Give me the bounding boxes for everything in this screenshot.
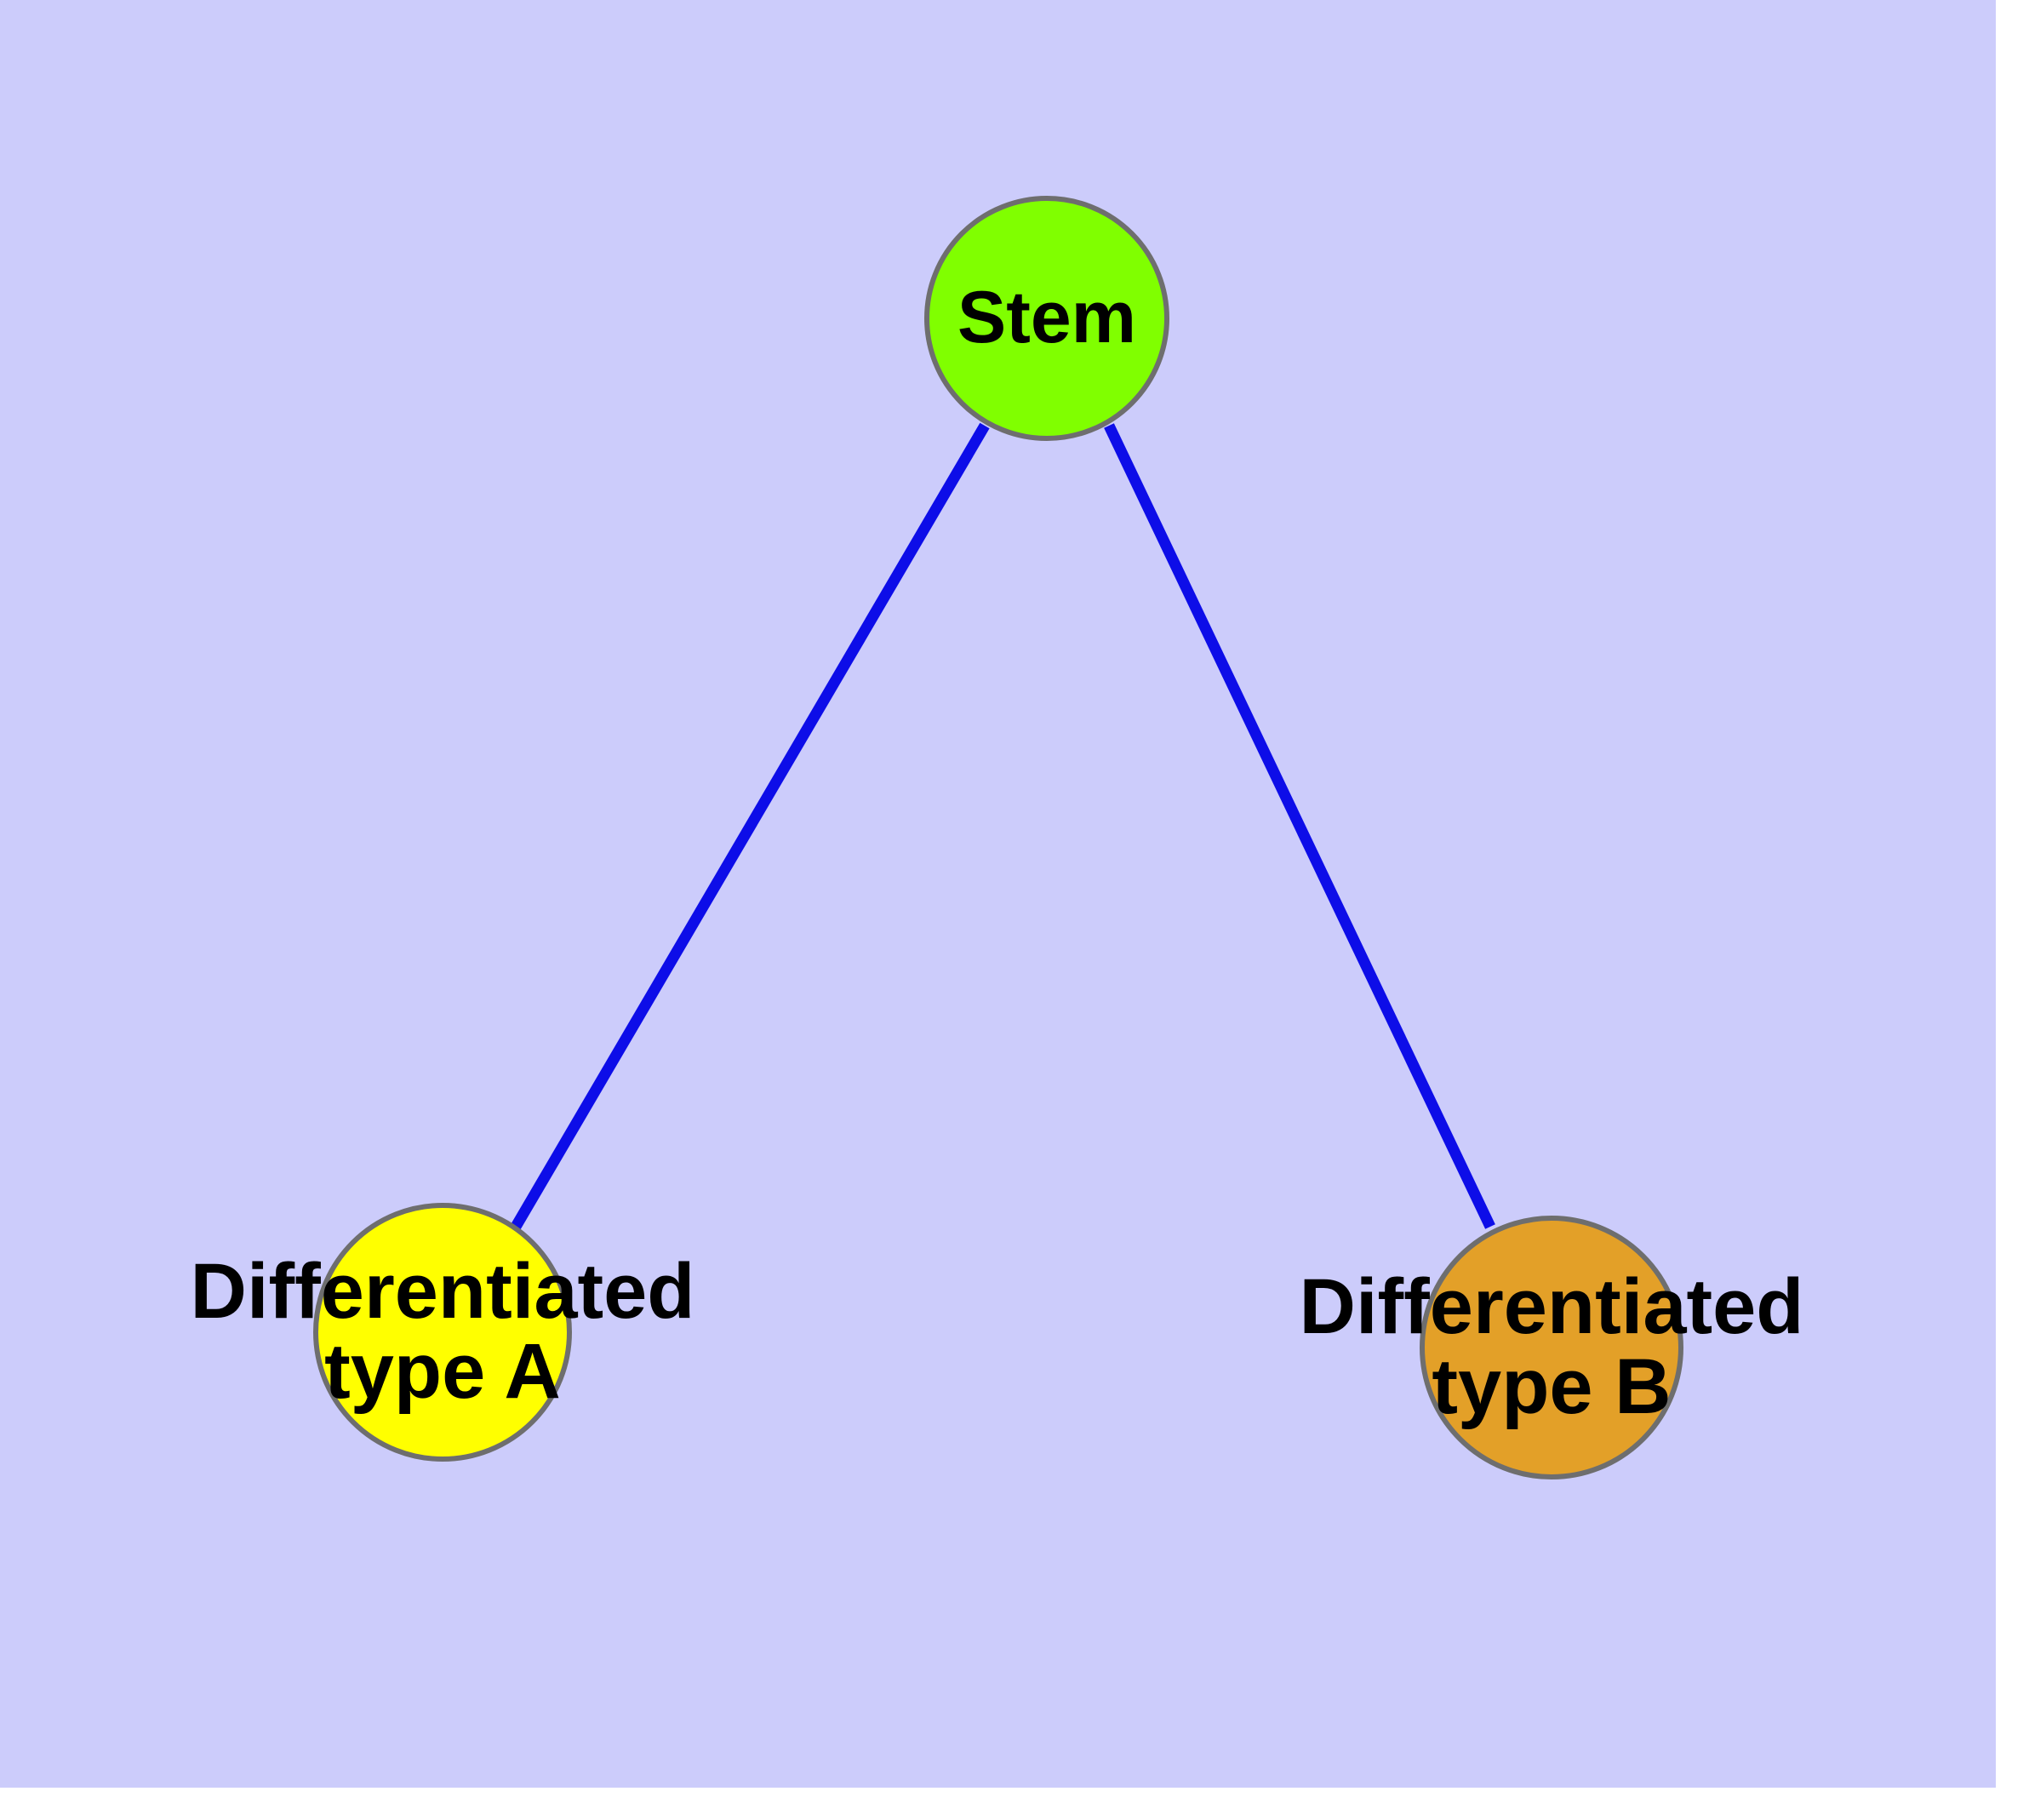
edge-stem-to-type-a[interactable]	[511, 422, 990, 1230]
node-layer	[313, 196, 1683, 1479]
edge-stem-to-type-b[interactable]	[1104, 423, 1495, 1229]
node-differentiated-type-a[interactable]	[313, 1203, 572, 1462]
node-stem[interactable]	[924, 196, 1169, 441]
node-differentiated-type-b[interactable]	[1420, 1216, 1683, 1479]
edge-layer	[511, 422, 1495, 1230]
